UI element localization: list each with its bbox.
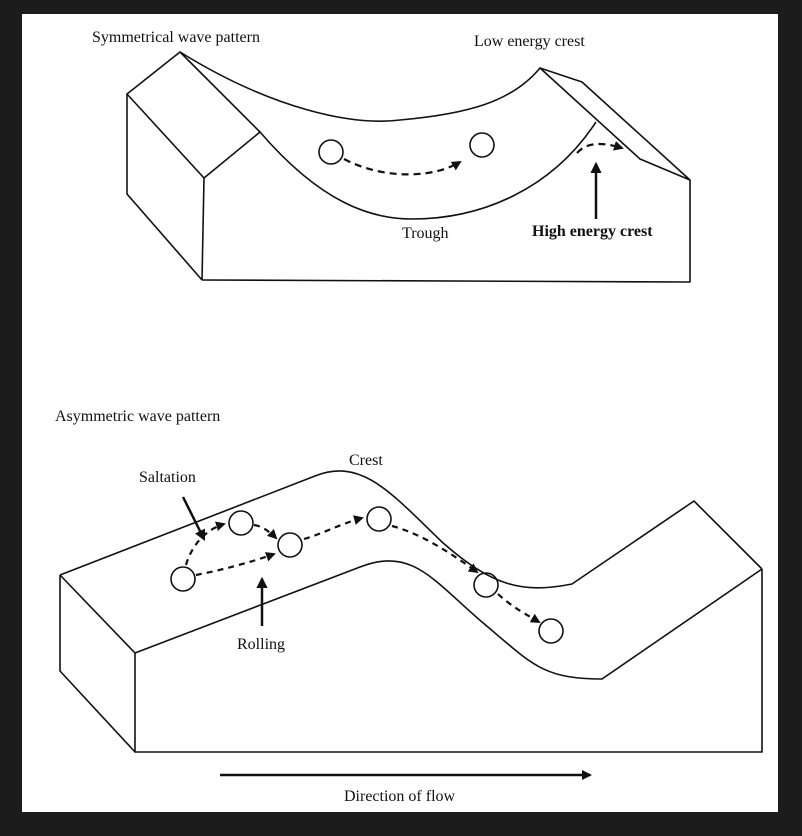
saltation-path-arrow: [184, 521, 226, 566]
wave-pattern-diagram: [59, 51, 763, 780]
crest-label: Crest: [349, 452, 383, 469]
saltation-path-arrow: [391, 524, 479, 574]
saltation-path-arrow: [497, 593, 541, 623]
sand-grain: [277, 532, 303, 558]
saltation-path-arrow: [253, 523, 278, 540]
sand-grain: [469, 132, 495, 158]
sand-grain: [228, 510, 254, 536]
saltation-label: Saltation: [139, 469, 196, 486]
symmetric-title: Symmetrical wave pattern: [92, 29, 260, 46]
asymmetric-title: Asymmetric wave pattern: [55, 408, 221, 425]
symmetric-trough-curve: [259, 121, 597, 220]
saltation-path-arrow: [303, 515, 364, 541]
saltation-path-arrow: [343, 158, 462, 176]
high-energy-path-arrow: [576, 140, 624, 154]
sand-grain: [473, 572, 499, 598]
low-energy-crest-label: Low energy crest: [474, 33, 585, 50]
sand-grain: [366, 506, 392, 532]
rolling-path-arrow: [195, 552, 276, 577]
trough-label: Trough: [402, 225, 449, 242]
symmetric-surface-curve: [179, 51, 541, 122]
asymmetric-block-outline: [59, 470, 763, 753]
high-energy-crest-label: High energy crest: [532, 223, 653, 240]
symmetric-block-outline: [126, 51, 691, 283]
saltation-pointer: [181, 496, 206, 542]
sand-grain: [538, 618, 564, 644]
sand-grain: [318, 139, 344, 165]
figure-panel: Symmetrical wave pattern Low energy cres…: [22, 14, 778, 812]
flow-direction-label: Direction of flow: [344, 788, 456, 805]
rolling-label: Rolling: [237, 636, 286, 653]
sand-grain: [170, 566, 196, 592]
